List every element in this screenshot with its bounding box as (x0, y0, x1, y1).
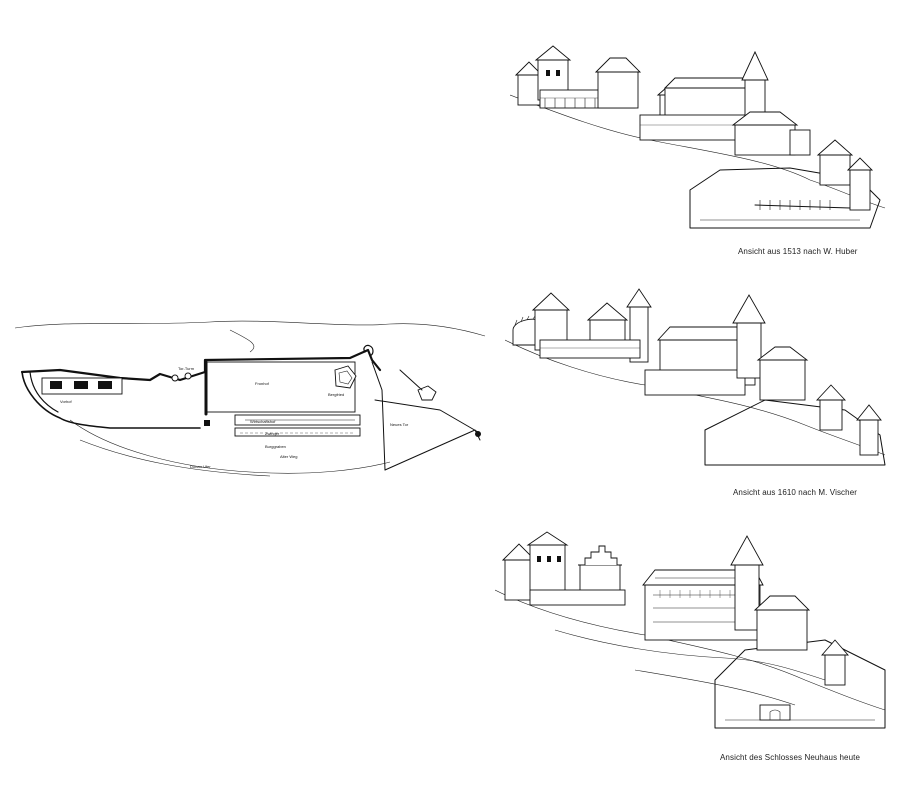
castle-drawing-1513 (510, 45, 886, 229)
plan-label-bergfried: Bergfried (328, 392, 344, 397)
plan-label-burggraben: Burggraben (265, 444, 286, 449)
site-plan-drawing: Fronhof Vorhof Wirtschaftshof Zwinger Be… (14, 320, 486, 477)
caption-view-1513: Ansicht aus 1513 nach W. Huber (738, 247, 858, 256)
plan-label-zwinger: Zwinger (265, 431, 280, 436)
castle-drawing-1610 (505, 288, 886, 466)
castle-drawing-today (495, 531, 886, 729)
plan-label-fronhof: Fronhof (255, 381, 270, 386)
castle-view-today: Ansicht des Schlosses Neuhaus heute (495, 530, 890, 770)
plan-label-tor-turm: Tor-Turm (178, 366, 195, 371)
site-plan: Fronhof Vorhof Wirtschaftshof Zwinger Be… (10, 300, 490, 490)
castle-view-1513: Ansicht aus 1513 nach W. Huber (510, 40, 890, 256)
bergfried-outline (334, 365, 357, 389)
fronhof-outline (204, 361, 356, 413)
plan-label-wirtschaftshof: Wirtschaftshof (250, 419, 276, 424)
caption-view-1610: Ansicht aus 1610 nach M. Vischer (733, 488, 858, 497)
castle-view-1610: Ansicht aus 1610 nach M. Vischer (505, 285, 890, 500)
plan-label-donau: Donau-Ufer (190, 464, 211, 469)
plan-label-vorhof: Vorhof (60, 399, 72, 404)
caption-view-today: Ansicht des Schlosses Neuhaus heute (720, 753, 861, 762)
plan-label-neues-tor: Neues Tor (390, 422, 409, 427)
plan-label-alter-weg: Alter Weg (280, 454, 298, 459)
